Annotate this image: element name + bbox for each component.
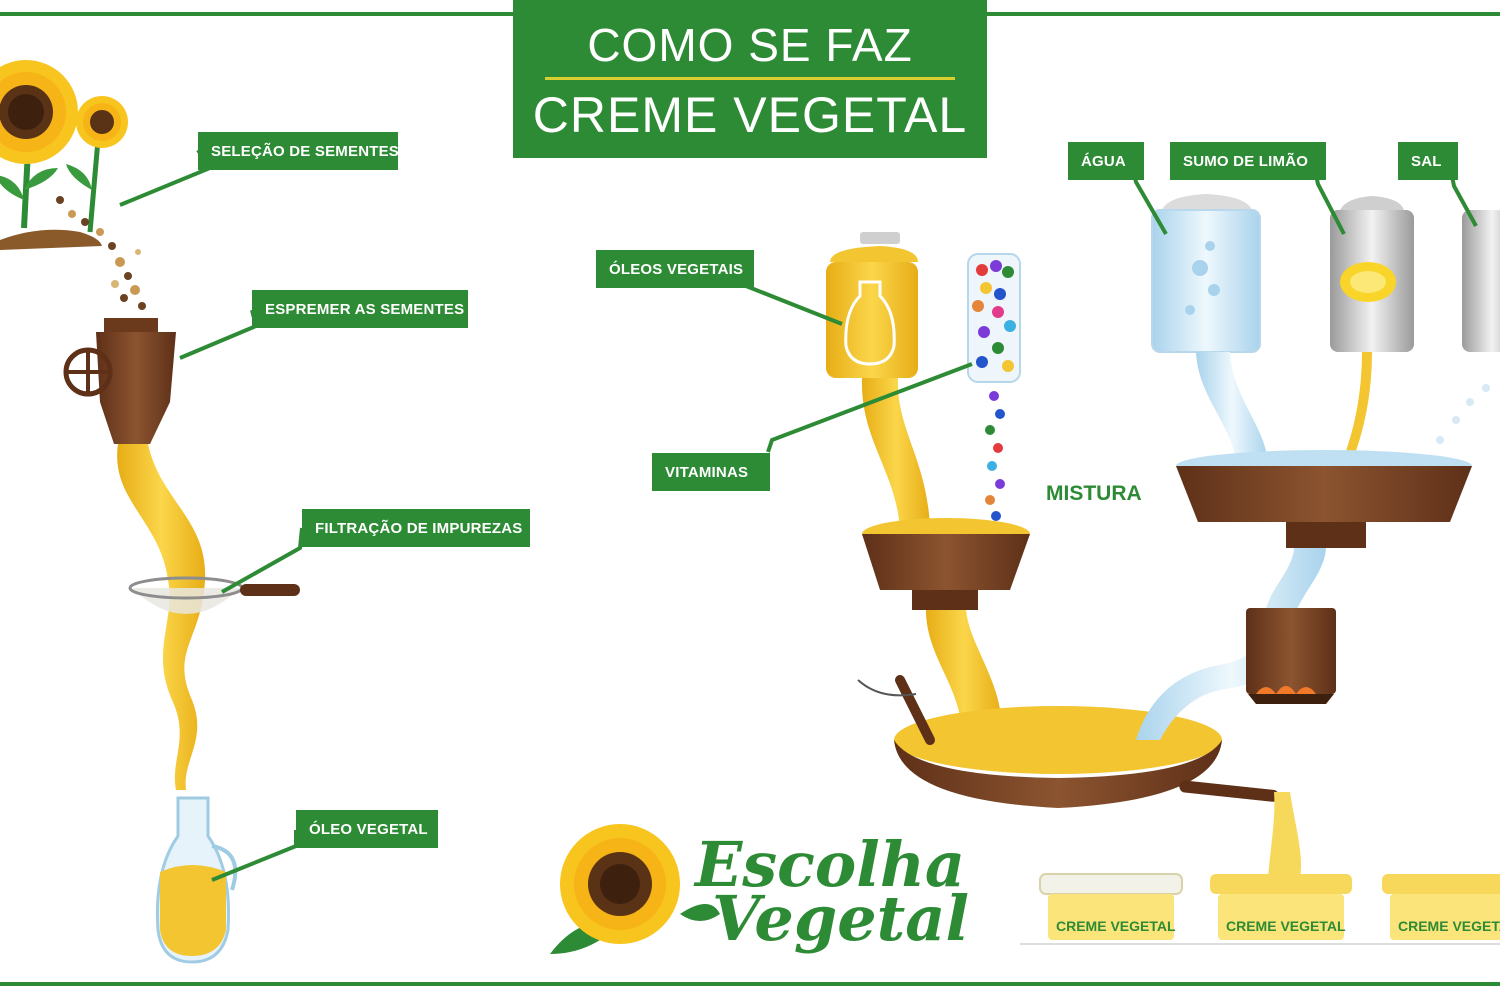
vitamins-falling — [985, 391, 1005, 521]
label-filtracao-impurezas: FILTRAÇÃO DE IMPUREZAS — [302, 509, 530, 547]
seed-press-icon — [63, 318, 176, 444]
tub-label-1: CREME VEGETAL — [1056, 918, 1176, 934]
salt-tank-icon — [1436, 210, 1500, 444]
vitamins-tube-icon — [967, 253, 1021, 383]
brand-name-line-1: Escolha — [695, 828, 966, 901]
title-line-2: CREME VEGETAL — [532, 87, 968, 143]
cooking-pan-icon — [894, 706, 1279, 808]
large-bowl-icon — [1176, 450, 1472, 548]
mixing-bowl-icon — [862, 518, 1030, 745]
oil-stream-left — [117, 444, 206, 790]
label-sal: SAL — [1398, 142, 1458, 180]
title-line-1: COMO SE FAZ — [587, 19, 913, 71]
water-tank-icon — [1151, 194, 1269, 470]
water-pipe — [1136, 548, 1326, 740]
label-vitaminas: VITAMINAS — [652, 453, 770, 491]
oil-stream-middle — [861, 378, 930, 530]
tub-label-3: CREME VEGETA — [1398, 918, 1500, 934]
cream-stream — [1268, 792, 1302, 878]
label-selecao-sementes: SELEÇÃO DE SEMENTES — [198, 132, 399, 170]
label-sumo-limao: SUMO DE LIMÃO — [1170, 142, 1326, 180]
strainer-icon — [128, 576, 300, 614]
label-espremer-sementes: ESPREMER AS SEMENTES — [252, 290, 468, 328]
oil-tank-icon — [826, 232, 918, 378]
spoon-icon — [857, 675, 935, 745]
lemon-tank-icon — [1330, 196, 1414, 462]
frame — [0, 12, 1500, 986]
brand-sunflower-icon — [550, 824, 720, 954]
brand-name-line-2: Vegetal — [712, 882, 970, 955]
label-oleos-vegetais: ÓLEOS VEGETAIS — [596, 250, 754, 288]
title-divider — [545, 77, 955, 80]
burner-icon — [1246, 608, 1336, 704]
label-mistura: MISTURA — [1046, 482, 1142, 505]
title-box: COMO SE FAZ CREME VEGETAL — [513, 0, 987, 158]
seeds — [56, 196, 146, 310]
margarine-tub-icon — [1020, 873, 1500, 945]
oil-jug-icon — [155, 796, 238, 964]
tub-label-2: CREME VEGETAL — [1226, 918, 1346, 934]
label-oleo-vegetal: ÓLEO VEGETAL — [296, 810, 438, 848]
label-agua: ÁGUA — [1068, 142, 1144, 180]
sunflower-icon — [0, 60, 128, 250]
